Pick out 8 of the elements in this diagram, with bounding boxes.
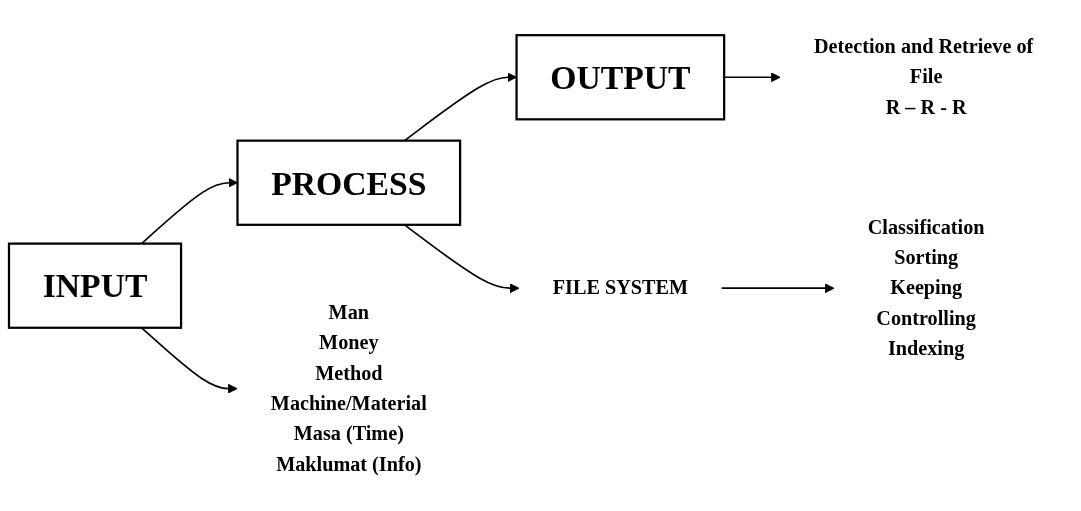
node-box: OUTPUT [515, 33, 726, 121]
node-box: INPUT [7, 242, 183, 329]
node-text: Detection and Retrieve of File R – R - R [813, 35, 1034, 119]
node-text: Man Money Method Machine/Material Masa (Time) Maklumat (Info) [270, 300, 427, 475]
node-text: Classification Sorting Keeping Controlling Indexing [867, 215, 985, 360]
arrow [720, 283, 835, 293]
node-text: FILE SYSTEM [552, 276, 688, 299]
node-box: PROCESS [236, 139, 462, 226]
